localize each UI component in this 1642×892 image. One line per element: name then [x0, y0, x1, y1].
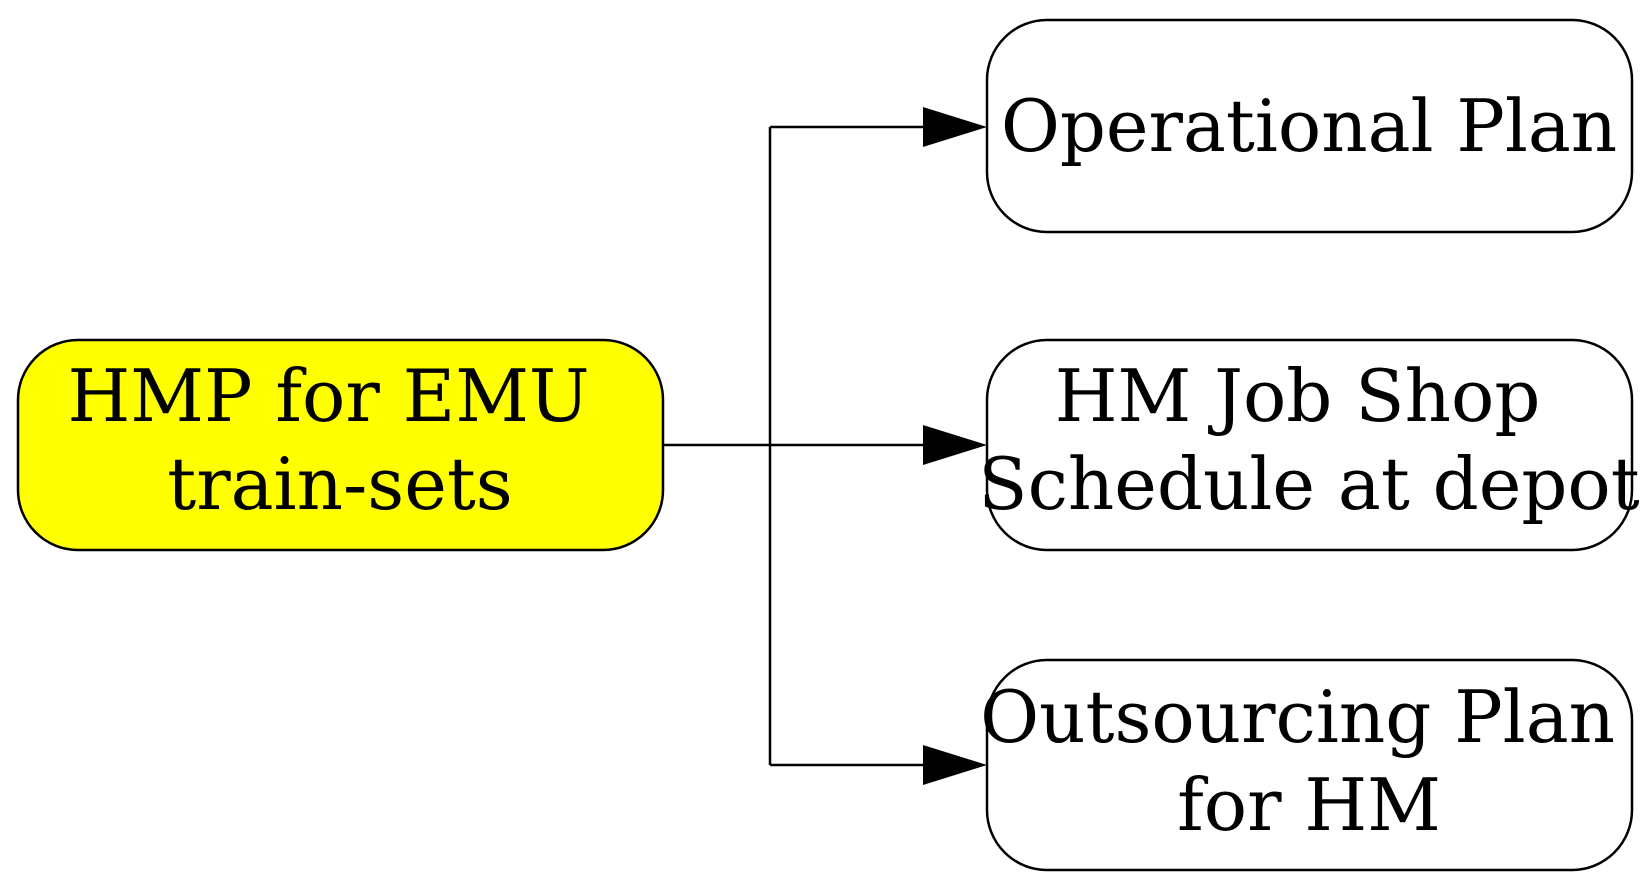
target-node-box [985, 658, 1634, 872]
outsourcing-line-2: for HM [1177, 763, 1441, 847]
source-node: HMP for EMU train-sets [16, 338, 665, 552]
job-shop-line-2: Schedule at depot [978, 442, 1639, 526]
source-node-line-1: HMP for EMU [68, 354, 590, 438]
connectors [663, 125, 925, 767]
operational-plan-line-1: Operational Plan [1001, 84, 1617, 168]
source-node-line-2: train-sets [167, 442, 512, 526]
target-node-outsourcing: Outsourcing Plan for HM [980, 658, 1638, 872]
outsourcing-line-1: Outsourcing Plan [980, 675, 1615, 759]
target-node-label: Operational Plan [1001, 84, 1617, 168]
source-node-label: HMP for EMU train-sets [68, 354, 613, 526]
arrowhead-operational-plan [923, 107, 987, 147]
target-node-box [985, 18, 1634, 234]
source-node-box [16, 338, 665, 552]
target-node-operational-plan: Operational Plan [985, 18, 1634, 234]
arrowhead-job-shop [923, 425, 987, 465]
arrowhead-outsourcing [923, 745, 987, 785]
target-node-label: Outsourcing Plan for HM [980, 675, 1638, 847]
arrowheads [923, 107, 987, 785]
job-shop-line-1: HM Job Shop [1055, 354, 1541, 438]
target-node-job-shop: HM Job Shop Schedule at depot [978, 338, 1640, 552]
target-node-label: HM Job Shop Schedule at depot [978, 354, 1639, 526]
target-node-box [985, 338, 1634, 552]
